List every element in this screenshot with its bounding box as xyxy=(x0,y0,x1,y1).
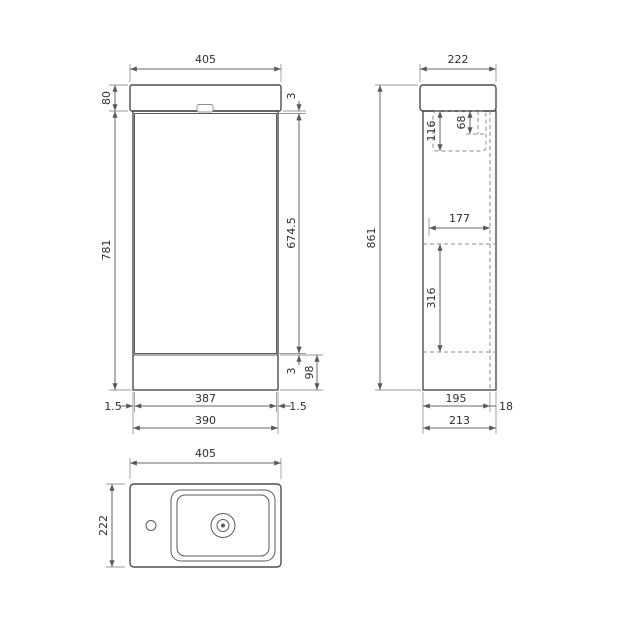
dim-front-door-width: 387 xyxy=(195,392,216,405)
side-view: 222 861 116 68 177 316 195 18 213 xyxy=(365,53,513,434)
plan-drain-outer xyxy=(210,513,236,538)
dim-side-basin-rim-height: 68 xyxy=(455,116,468,130)
dim-side-internal-depth: 177 xyxy=(449,212,470,225)
dim-side-top-depth: 222 xyxy=(448,53,469,66)
plan-basin-inner xyxy=(176,494,270,557)
front-handle-recess xyxy=(196,104,214,113)
dim-front-right-gap: 1.5 xyxy=(289,400,307,413)
dim-plan-depth: 222 xyxy=(97,515,110,536)
side-outline xyxy=(419,84,497,391)
dim-side-basin-inner-height: 116 xyxy=(425,121,438,142)
dim-front-worktop-height: 80 xyxy=(100,91,113,105)
front-carcass xyxy=(132,110,279,391)
dim-front-base-width: 390 xyxy=(195,414,216,427)
dim-side-back-gap: 18 xyxy=(499,400,513,413)
side-carcass xyxy=(422,110,497,391)
front-fluted-door xyxy=(134,113,277,354)
front-outline xyxy=(129,84,282,391)
dim-side-internal-height: 316 xyxy=(425,288,438,309)
plan-outline xyxy=(129,483,282,568)
front-view: 405 80 781 3 674.5 3 98 1.5 387 1.5 390 xyxy=(100,53,323,434)
side-dimension-lines xyxy=(377,66,496,431)
side-worktop xyxy=(419,84,497,112)
plan-worktop xyxy=(129,483,282,568)
dim-plan-width: 405 xyxy=(195,447,216,460)
plan-view: 405 222 xyxy=(97,447,282,568)
plan-dimension-lines xyxy=(109,460,281,567)
dim-front-cabinet-height: 781 xyxy=(100,240,113,261)
plan-drain-inner xyxy=(216,519,230,532)
dim-front-plinth-height: 98 xyxy=(303,366,316,380)
plan-drain-center xyxy=(221,523,225,528)
side-dimension-labels: 222 861 116 68 177 316 195 18 213 xyxy=(365,53,513,427)
plan-dimension-labels: 405 222 xyxy=(97,447,216,536)
dim-front-left-gap: 1.5 xyxy=(104,400,122,413)
dim-side-base-depth: 195 xyxy=(446,392,467,405)
dim-front-top-width: 405 xyxy=(195,53,216,66)
dim-front-door-height: 674.5 xyxy=(285,217,298,249)
dim-front-top-gap: 3 xyxy=(285,93,298,100)
side-basin-hidden xyxy=(432,110,487,152)
plan-tap-hole xyxy=(145,520,157,531)
front-dimension-lines xyxy=(112,66,320,431)
plan-basin-outer xyxy=(170,489,276,562)
dim-side-carcass-depth: 213 xyxy=(449,414,470,427)
front-dimension-labels: 405 80 781 3 674.5 3 98 1.5 387 1.5 390 xyxy=(100,53,316,427)
dim-side-overall-height: 861 xyxy=(365,228,378,249)
dim-front-bottom-gap: 3 xyxy=(285,368,298,375)
